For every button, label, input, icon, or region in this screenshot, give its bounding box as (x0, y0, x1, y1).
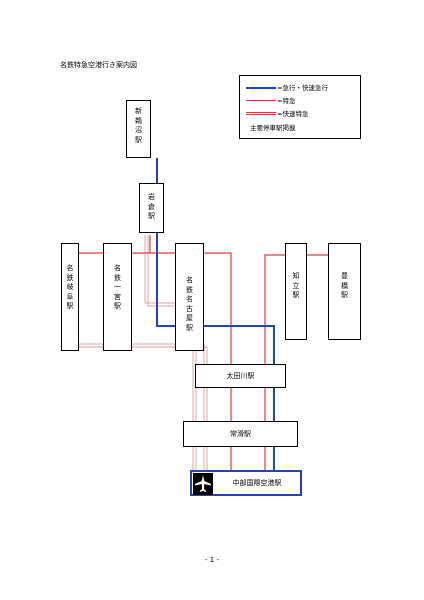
station-meitetsu-gifu: 名鉄岐阜駅 (61, 243, 79, 351)
station-shin-unuma: 新鵜沼駅 (126, 100, 151, 158)
express-line-main (156, 158, 275, 470)
station-label-shin-unuma: 新鵜沼駅 (135, 107, 142, 144)
airplane-icon (193, 473, 213, 495)
station-meitetsu-nagoya: 名鉄名古屋駅 (175, 243, 204, 351)
rapid-line-b (147, 235, 197, 470)
station-tokoname: 常滑駅 (183, 421, 298, 447)
station-label-meitetsu-ichinomiya: 名鉄一宮駅 (114, 264, 121, 311)
legend-item-rapid-limited-express: =快速特急 (240, 109, 360, 119)
legend-item-limited-express: =特急 (240, 96, 360, 106)
limited-express-line-swatch (246, 100, 276, 101)
rapid-limited-express-line-swatch (246, 112, 276, 115)
station-label-toyohashi: 豊橋駅 (341, 272, 348, 300)
station-label-otagawa: 太田川駅 (226, 372, 255, 380)
airplane-icon-shape (195, 475, 211, 492)
legend-box: =急行・快速急行 =特急 =快速特急 主要停車駅掲載 (239, 75, 361, 139)
station-label-tokoname: 常滑駅 (230, 430, 251, 438)
station-central-japan-international-airport: 中部国際空港駅 (190, 470, 302, 496)
station-label-iwakura: 岩倉駅 (148, 193, 155, 221)
legend-label-limited-express: =特急 (277, 97, 296, 105)
legend-label-rapid-limited-express: =快速特急 (277, 110, 309, 118)
station-meitetsu-ichinomiya: 名鉄一宮駅 (103, 243, 132, 351)
station-label-central-airport: 中部国際空港駅 (232, 479, 282, 487)
limited-line-toyohashi (264, 254, 340, 470)
rapid-line-a (144, 235, 194, 470)
legend-label-express: =急行・快速急行 (277, 84, 328, 92)
station-toyohashi: 豊橋駅 (328, 243, 361, 340)
document-title: 名鉄特急空港行き案内図 (60, 61, 137, 69)
station-chiryu: 知立駅 (285, 243, 307, 340)
page-number: - 1 - (205, 556, 219, 564)
rapid-line-d (77, 341, 208, 470)
express-route (156, 158, 275, 470)
legend-note: 主要停車駅掲載 (250, 124, 296, 132)
station-label-meitetsu-nagoya: 名鉄名古屋駅 (186, 276, 193, 332)
station-iwakura: 岩倉駅 (139, 183, 164, 233)
legend-item-express: =急行・快速急行 (240, 83, 360, 93)
station-otagawa: 太田川駅 (195, 364, 286, 388)
limited-line-nagoya-airport (200, 252, 232, 470)
express-line-swatch (246, 87, 276, 89)
station-label-chiryu: 知立駅 (292, 272, 300, 300)
station-label-meitetsu-gifu: 名鉄岐阜駅 (66, 264, 74, 311)
rapid-line-c (74, 338, 205, 470)
